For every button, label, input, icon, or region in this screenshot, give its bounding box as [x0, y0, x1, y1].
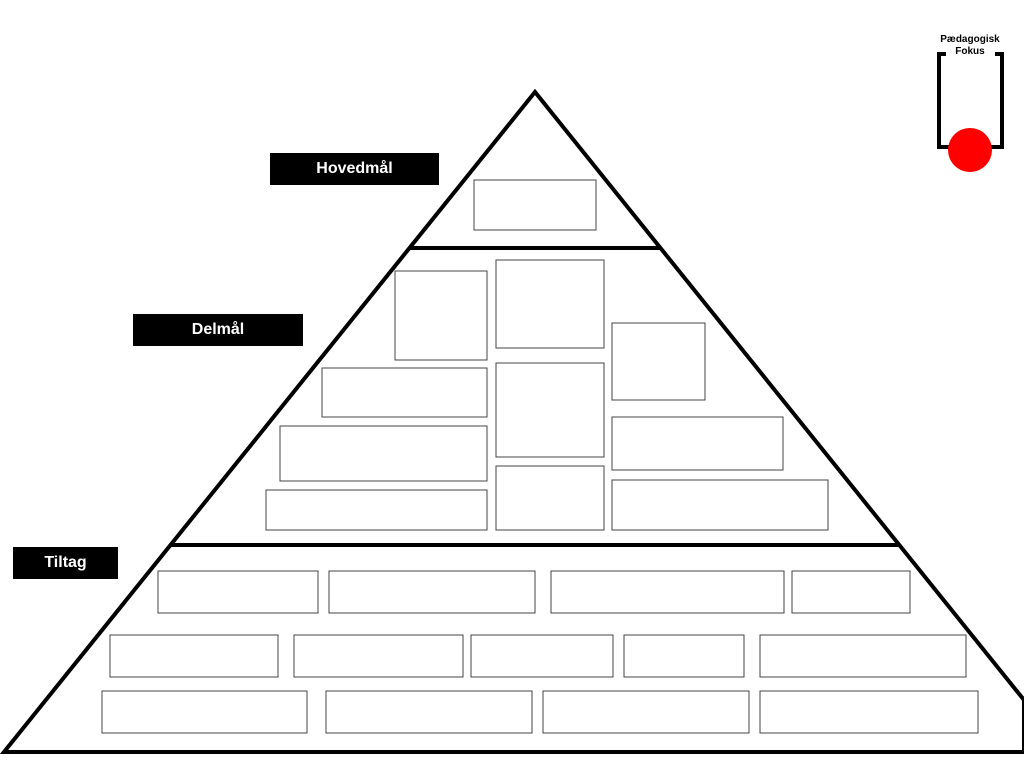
action-box[interactable]	[623, 634, 745, 678]
action-box[interactable]	[470, 634, 614, 678]
sub-goal-box[interactable]	[611, 416, 784, 471]
sub-goal-box[interactable]	[321, 367, 488, 418]
actions-label: Tiltag	[13, 547, 118, 579]
pyramid-triangle	[0, 88, 1024, 754]
action-box[interactable]	[759, 634, 967, 678]
action-box[interactable]	[550, 570, 785, 614]
action-box[interactable]	[325, 690, 533, 734]
action-box[interactable]	[109, 634, 279, 678]
sub-goal-box[interactable]	[495, 259, 605, 349]
main-goal-label: Hovedmål	[270, 153, 439, 185]
logo-line-1: Pædagogisk	[940, 34, 1000, 45]
action-box[interactable]	[157, 570, 319, 614]
sub-goal-box[interactable]	[495, 465, 605, 531]
action-box[interactable]	[759, 690, 979, 734]
action-box[interactable]	[293, 634, 464, 678]
sub-goal-box[interactable]	[279, 425, 488, 482]
logo-bracket-icon	[937, 52, 1004, 172]
sub-goal-box[interactable]	[611, 322, 706, 401]
action-box[interactable]	[542, 690, 750, 734]
sub-goals-label: Delmål	[133, 314, 303, 346]
action-box[interactable]	[101, 690, 308, 734]
logo-line-2: Fokus	[955, 46, 985, 57]
main-goal-box[interactable]	[473, 179, 597, 231]
sub-goal-box[interactable]	[611, 479, 829, 531]
logo-text: Pædagogisk Fokus	[930, 34, 1010, 58]
sub-goal-box[interactable]	[495, 362, 605, 458]
sub-goal-box[interactable]	[265, 489, 488, 531]
logo-dot-icon	[948, 128, 992, 172]
paedagogisk-fokus-logo: Pædagogisk Fokus	[930, 34, 1010, 174]
action-box[interactable]	[328, 570, 536, 614]
sub-goal-box[interactable]	[394, 270, 488, 361]
action-box[interactable]	[791, 570, 911, 614]
